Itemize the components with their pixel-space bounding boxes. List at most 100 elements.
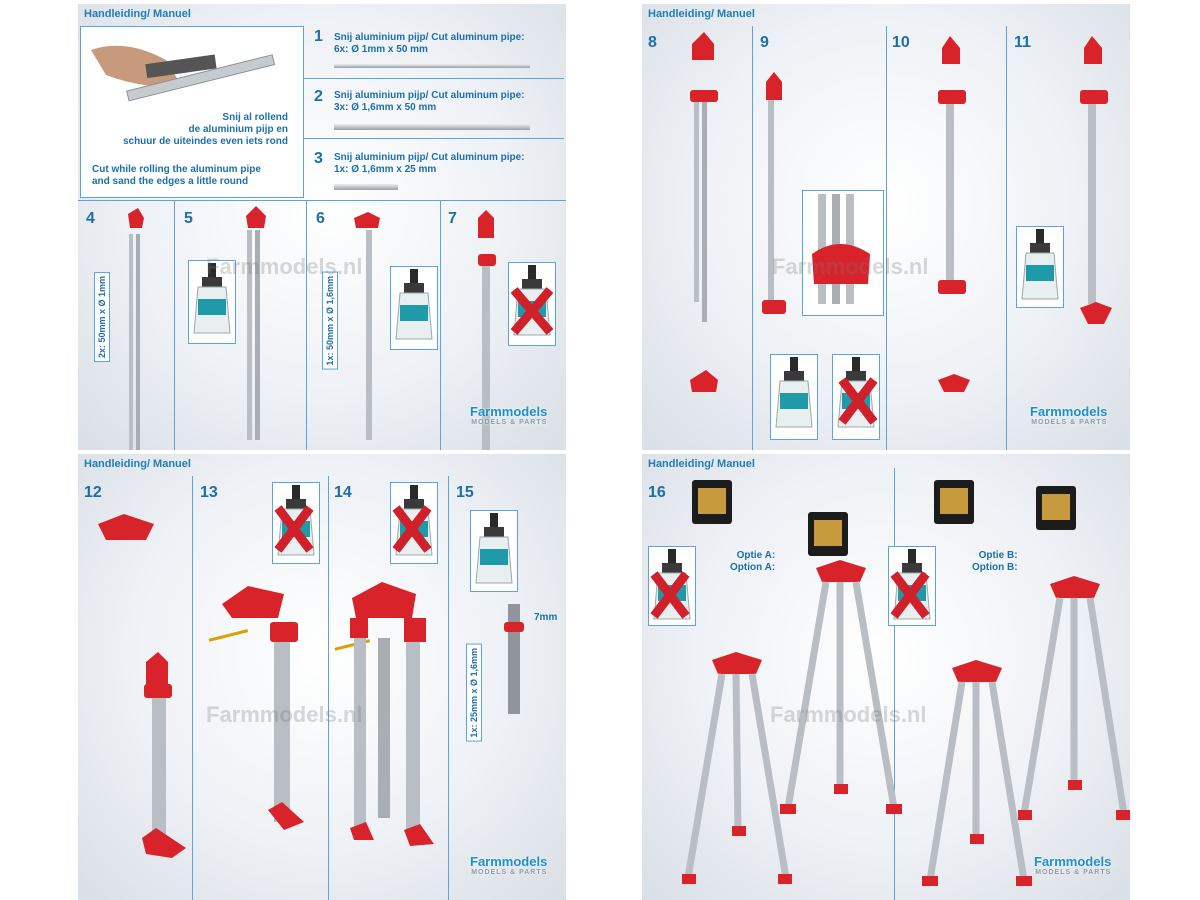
step6-drawing (354, 212, 380, 440)
step14-drawing (334, 582, 434, 846)
divider (306, 200, 307, 450)
pipe (334, 184, 398, 190)
red-cross-icon (838, 377, 878, 425)
divider (174, 200, 175, 450)
divider (304, 78, 564, 79)
watermark: Farmmodels.nl (206, 254, 363, 279)
glue-bottle-icon (770, 354, 818, 440)
step-number: 4 (86, 210, 95, 227)
panel-top-left: Handleiding/ Manuel Snij al rollend de a… (78, 4, 566, 450)
panel-title: Handleiding/ Manuel (84, 458, 191, 470)
glue-bottle-drawing (395, 269, 433, 340)
step10-drawing (938, 36, 970, 392)
tripod-drawing (682, 652, 792, 884)
red-cross-icon (890, 571, 930, 619)
step-text: Snij aluminium pijp/ Cut aluminum pipe: (334, 90, 525, 101)
logo-subtitle: MODELS & PARTS (1035, 869, 1112, 876)
glue-bottle-drawing (475, 513, 513, 584)
pipe-size-label: 1x: 50mm x Ø 1,6mm (322, 272, 338, 370)
panel-title: Handleiding/ Manuel (84, 8, 191, 20)
step-number: 5 (184, 210, 193, 227)
watermark: Farmmodels.nl (770, 702, 927, 727)
glue-bottle-drawing (775, 357, 813, 428)
panel-title: Handleiding/ Manuel (648, 8, 755, 20)
instruction-english: Cut while rolling the aluminum pipe and … (92, 164, 261, 187)
watermark: Farmmodels.nl (772, 254, 929, 279)
step-text: Snij aluminium pijp/ Cut aluminum pipe: (334, 32, 525, 43)
step5-drawing (246, 206, 266, 440)
panel-bottom-left: Handleiding/ Manuel 12 13 14 15 (78, 454, 566, 900)
glue-bottle-icon (470, 510, 518, 592)
panel-title: Handleiding/ Manuel (648, 458, 755, 470)
step-text: 1x: Ø 1,6mm x 25 mm (334, 164, 437, 175)
step-number: 15 (456, 484, 474, 501)
detail-drawing (812, 194, 870, 304)
step-text: Snij aluminium pijp/ Cut aluminum pipe: (334, 152, 525, 163)
logo-subtitle: MODELS & PARTS (1031, 419, 1108, 426)
watermark: Farmmodels.nl (206, 702, 363, 727)
glue-bottle-icon (188, 260, 236, 344)
divider (894, 468, 895, 900)
step9-drawing (762, 72, 786, 314)
panel-bottom-right: Handleiding/ Manuel 16 Optie A: Option A… (642, 454, 1130, 900)
step11-drawing (1080, 36, 1112, 324)
logo-subtitle: MODELS & PARTS (471, 419, 548, 426)
step-number: 9 (760, 34, 769, 51)
divider (328, 476, 329, 900)
glue-bottle-drawing (1021, 229, 1059, 300)
step4-drawing (128, 208, 144, 450)
step-number: 11 (1014, 34, 1031, 51)
red-cross-icon (274, 505, 314, 553)
divider (886, 26, 887, 450)
step15-drawing (504, 604, 524, 714)
step12-drawing (98, 514, 186, 858)
divider (192, 476, 193, 900)
divider (1006, 26, 1007, 450)
logo-subtitle: MODELS & PARTS (471, 869, 548, 876)
step-number: 14 (334, 484, 352, 501)
tripod-drawing (780, 560, 902, 814)
red-cross-icon (392, 505, 432, 553)
step-number: 13 (200, 484, 218, 501)
pipe-size-label: 2x: 50mm x Ø 1mm (94, 272, 110, 363)
step7-drawing (478, 210, 496, 450)
step-number: 6 (316, 210, 325, 227)
panel-top-right: Handleiding/ Manuel 8 9 10 11 (642, 4, 1130, 450)
pipe (334, 64, 530, 68)
divider (78, 200, 566, 201)
laser-level-icon (692, 480, 732, 524)
step-number: 7 (448, 210, 457, 227)
laser-level-icon (1036, 486, 1076, 530)
glue-bottle-drawing (193, 263, 231, 334)
tripod-drawing (1018, 576, 1130, 820)
divider (304, 138, 564, 139)
step-number: 8 (648, 34, 657, 51)
pipe-size-label: 1x: 25mm x Ø 1,6mm (466, 644, 482, 742)
cutter-hand-icon (91, 45, 276, 102)
step8-drawing (690, 32, 718, 392)
step-text: 3x: Ø 1,6mm x 50 mm (334, 102, 437, 113)
logo-text: Farmmodels (1034, 854, 1112, 869)
step-number: 2 (314, 88, 323, 105)
laser-level-icon (934, 480, 974, 524)
step-number: 12 (84, 484, 102, 501)
red-cross-icon (510, 287, 554, 335)
red-cross-icon (650, 571, 690, 619)
logo-text: Farmmodels (470, 404, 548, 419)
option-a-label: Optie A: Option A: (730, 550, 776, 573)
logo-text: Farmmodels (1030, 404, 1108, 419)
tripod-drawing (922, 660, 1032, 886)
pipe (334, 124, 530, 130)
divider (448, 476, 449, 900)
option-b-label: Optie B: Option B: (972, 550, 1018, 573)
step-text: 6x: Ø 1mm x 50 mm (334, 44, 428, 55)
divider (752, 26, 753, 450)
logo-text: Farmmodels (470, 854, 548, 869)
step-number: 3 (314, 150, 323, 167)
dimension-label: 7mm (534, 612, 558, 623)
step-number: 1 (314, 28, 323, 45)
